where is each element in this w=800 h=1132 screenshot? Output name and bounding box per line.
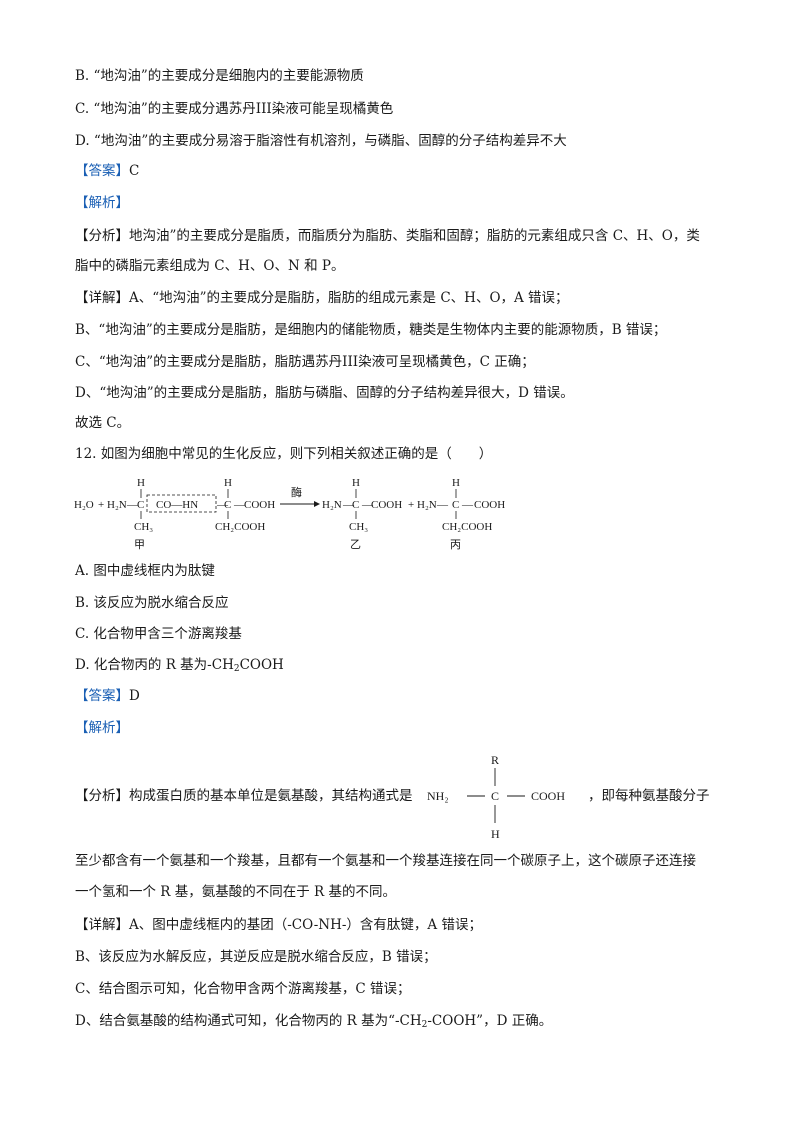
formula-h: H: [491, 827, 500, 841]
label-yi: 乙: [350, 538, 361, 551]
q12-line-d: D、结合氨基酸的结构通式可知，化合物丙的 R 基为“-CH2-COOH”，D 正…: [75, 1011, 740, 1035]
bond-dash: —: [361, 499, 374, 511]
fenxi-tag: 【分析】: [75, 788, 129, 804]
enzyme-label: 酶: [291, 486, 302, 499]
alpha-h-top: H: [137, 477, 145, 489]
q12-stem: 12. 如图为细胞中常见的生化反应，则下列相关叙述正确的是（ ）: [75, 446, 493, 462]
second-carbon: C: [224, 499, 231, 511]
q12-option-a: A. 图中虚线框内为肽键: [75, 563, 215, 579]
cooh-group: COOH: [371, 499, 402, 511]
formula-r: R: [491, 753, 499, 767]
q11-fenxi-line2: 脂中的磷脂元素组成为 C、H、O、N 和 P。: [75, 258, 345, 274]
analysis-tag: 【解析】: [75, 720, 129, 736]
answer-value: D: [129, 688, 140, 704]
q12-line-c: C、结合图示可知，化合物甲含两个游离羧基，C 错误；: [75, 981, 411, 997]
bing-carbon: C: [452, 499, 459, 511]
reaction-arrow-head: [314, 501, 320, 507]
q12-fenxi-line1: 【分析】构成蛋白质的基本单位是氨基酸，其结构通式是: [75, 786, 740, 806]
q12-xiangjie-a: 【详解】A、图中虚线框内的基团（-CO-NH-）含有肽键，A 错误；: [75, 915, 740, 935]
line-d-text: -COOH”，D 正确。: [427, 1013, 553, 1029]
h2o-label: H₂O: [74, 499, 94, 511]
bond-dash: —: [216, 499, 229, 511]
q12-option-c: C. 化合物甲含三个游离羧基: [75, 626, 242, 642]
answer-tag: 【答案】: [75, 163, 129, 179]
label-bing: 丙: [450, 539, 461, 551]
subscript: 2: [421, 1020, 428, 1030]
q11-conclusion: 故选 C。: [75, 415, 131, 431]
bond-dash: —: [342, 499, 355, 511]
formula-nh2: NH₂: [427, 789, 449, 803]
answer-tag: 【答案】: [75, 688, 129, 704]
option-d-text: D. 化合物丙的 R 基为-CH: [75, 657, 234, 673]
h2n-label: H₂N: [322, 499, 342, 511]
q12-fenxi-line3: 一个氢和一个 R 基，氨基酸的不同在于 R 基的不同。: [75, 884, 396, 900]
fenxi-text: 地沟油”的主要成分是脂质，而脂质分为脂肪、类脂和固醇；脂肪的元素组成只含 C、H…: [129, 228, 700, 244]
bing-h-top: H: [452, 477, 460, 489]
q12-option-d: D. 化合物丙的 R 基为-CH2COOH: [75, 655, 740, 679]
line-d-text: D、结合氨基酸的结构通式可知，化合物丙的 R 基为“-CH: [75, 1013, 422, 1029]
analysis-tag: 【解析】: [75, 195, 129, 211]
bond-dash: —: [126, 499, 139, 511]
xiangjie-text: A、“地沟油”的主要成分是脂肪，脂肪的组成元素是 C、H、O，A 错误；: [129, 290, 569, 306]
plus-sign: +: [408, 499, 414, 511]
cooh-group: COOH: [244, 499, 275, 511]
q12-analysis-tag: 【解析】: [75, 718, 740, 738]
bond-dash: —: [461, 499, 474, 511]
q12-fenxi-line2: 至少都含有一个氨基和一个羧基，且都有一个氨基和一个羧基连接在同一个碳原子上，这个…: [75, 853, 696, 869]
q11-line-b: B、“地沟油”的主要成分是脂肪，是细胞内的储能物质，糖类是生物体内主要的能源物质…: [75, 322, 667, 338]
q11-fenxi-line1: 【分析】地沟油”的主要成分是脂质，而脂质分为脂肪、类脂和固醇；脂肪的元素组成只含…: [75, 226, 740, 246]
ch2cooh-group: CH₂COOH: [215, 521, 265, 533]
subscript: 2: [233, 664, 240, 674]
yi-h-top: H: [352, 477, 360, 489]
q11-option-c: C. “地沟油”的主要成分遇苏丹III染液可能呈现橘黄色: [75, 101, 394, 117]
q11-answer: 【答案】C: [75, 161, 740, 181]
xiangjie-text: A、图中虚线框内的基团（-CO-NH-）含有肽键，A 错误；: [129, 917, 482, 933]
option-d-text: COOH: [239, 657, 284, 673]
amino-acid-general-formula: R NH₂ C COOH H: [427, 753, 565, 841]
q12-answer: 【答案】D: [75, 686, 740, 706]
formula-c: C: [491, 789, 499, 803]
q12-fenxi-tail: ，即每种氨基酸分子: [588, 788, 710, 804]
ch3-group: CH₃: [134, 521, 153, 533]
h2n-label: H₂N: [107, 499, 127, 511]
second-h-top: H: [224, 477, 232, 489]
co-hn-label: CO—HN: [156, 499, 198, 511]
xiangjie-tag: 【详解】: [75, 290, 129, 306]
h2n-label: H₂N: [417, 499, 437, 511]
bond-dash: —: [436, 499, 449, 511]
reaction-diagram: H₂O + H₂N — H C CH₃ 甲 CO—HN — H C — COOH…: [74, 477, 505, 551]
xiangjie-tag: 【详解】: [75, 917, 129, 933]
peptide-bond-box: [146, 494, 217, 513]
label-jia: 甲: [134, 539, 145, 551]
q11-option-d: D. “地沟油”的主要成分易溶于脂溶性有机溶剂，与磷脂、固醇的分子结构差异不大: [75, 133, 567, 149]
answer-value: C: [129, 163, 140, 179]
alpha-carbon: C: [137, 499, 144, 511]
q11-xiangjie-a: 【详解】A、“地沟油”的主要成分是脂肪，脂肪的组成元素是 C、H、O，A 错误；: [75, 288, 740, 308]
ch3-group: CH₃: [349, 521, 368, 533]
bond-dash: —: [233, 499, 246, 511]
ch2cooh-group: CH₂COOH: [442, 521, 492, 533]
q12-option-b: B. 该反应为脱水缩合反应: [75, 595, 229, 611]
q11-line-c: C、“地沟油”的主要成分是脂肪，脂肪遇苏丹III染液可呈现橘黄色，C 正确；: [75, 354, 535, 370]
fenxi-tag: 【分析】: [75, 228, 129, 244]
plus-sign: +: [98, 499, 104, 511]
q11-analysis-tag: 【解析】: [75, 193, 740, 213]
formula-cooh: COOH: [531, 789, 565, 803]
q12-line-b: B、该反应为水解反应，其逆反应是脱水缩合反应，B 错误；: [75, 949, 437, 965]
q11-line-d: D、“地沟油”的主要成分是脂肪，脂肪与磷脂、固醇的分子结构差异很大，D 错误。: [75, 385, 574, 401]
cooh-group: COOH: [474, 499, 505, 511]
q11-option-b: B. “地沟油”的主要成分是细胞内的主要能源物质: [75, 68, 364, 84]
yi-carbon: C: [352, 499, 359, 511]
fenxi-text: 构成蛋白质的基本单位是氨基酸，其结构通式是: [129, 788, 413, 804]
